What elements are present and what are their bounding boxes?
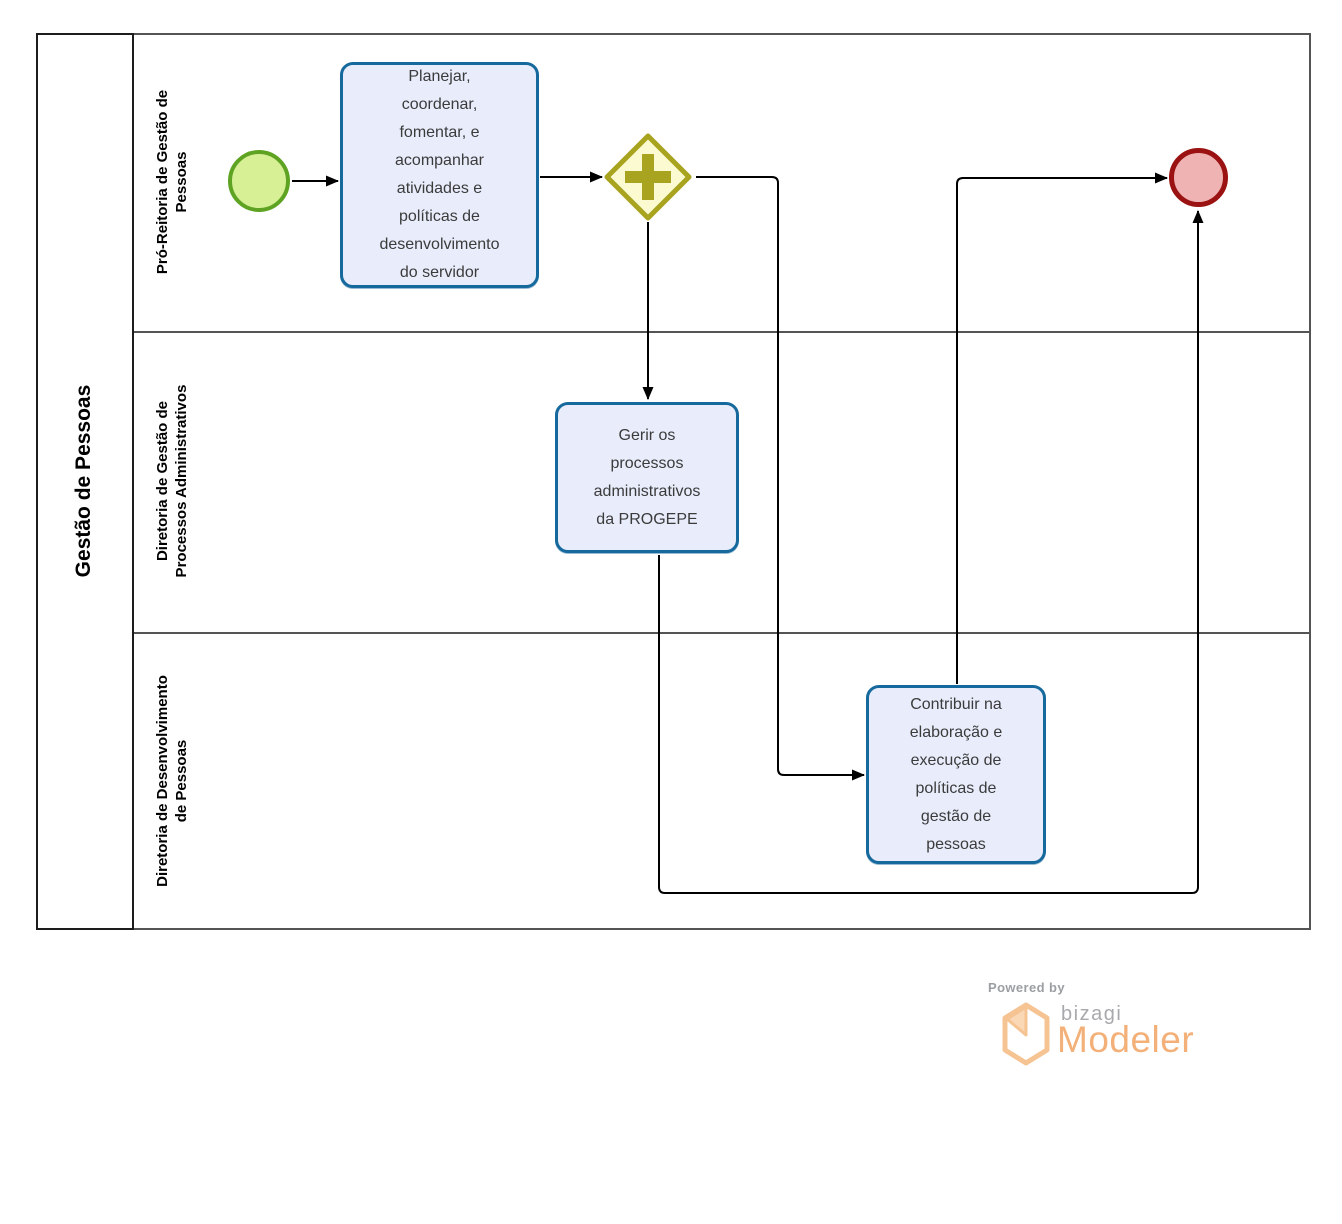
end-event[interactable]	[1169, 148, 1228, 207]
pool-title-strip	[36, 33, 134, 930]
parallel-gateway[interactable]	[604, 133, 692, 221]
bizagi-wordmark: bizagi	[1061, 1003, 1123, 1025]
start-event[interactable]	[228, 150, 290, 212]
task-planejar[interactable]: Planejar, coordenar, fomentar, e acompan…	[340, 62, 539, 288]
lane-pro-reitoria	[134, 35, 1309, 333]
parallel-gateway-plus-icon	[604, 133, 692, 221]
task-contribuir[interactable]: Contribuir na elaboração e execução de p…	[866, 685, 1046, 864]
lane-desenvolvimento	[134, 634, 1309, 928]
task-gerir[interactable]: Gerir os processos administrativos da PR…	[555, 402, 739, 553]
modeler-wordmark: Modeler	[1057, 1019, 1195, 1060]
bizagi-hexagon-icon	[1002, 1002, 1050, 1066]
powered-by-label: Powered by	[988, 980, 1065, 995]
